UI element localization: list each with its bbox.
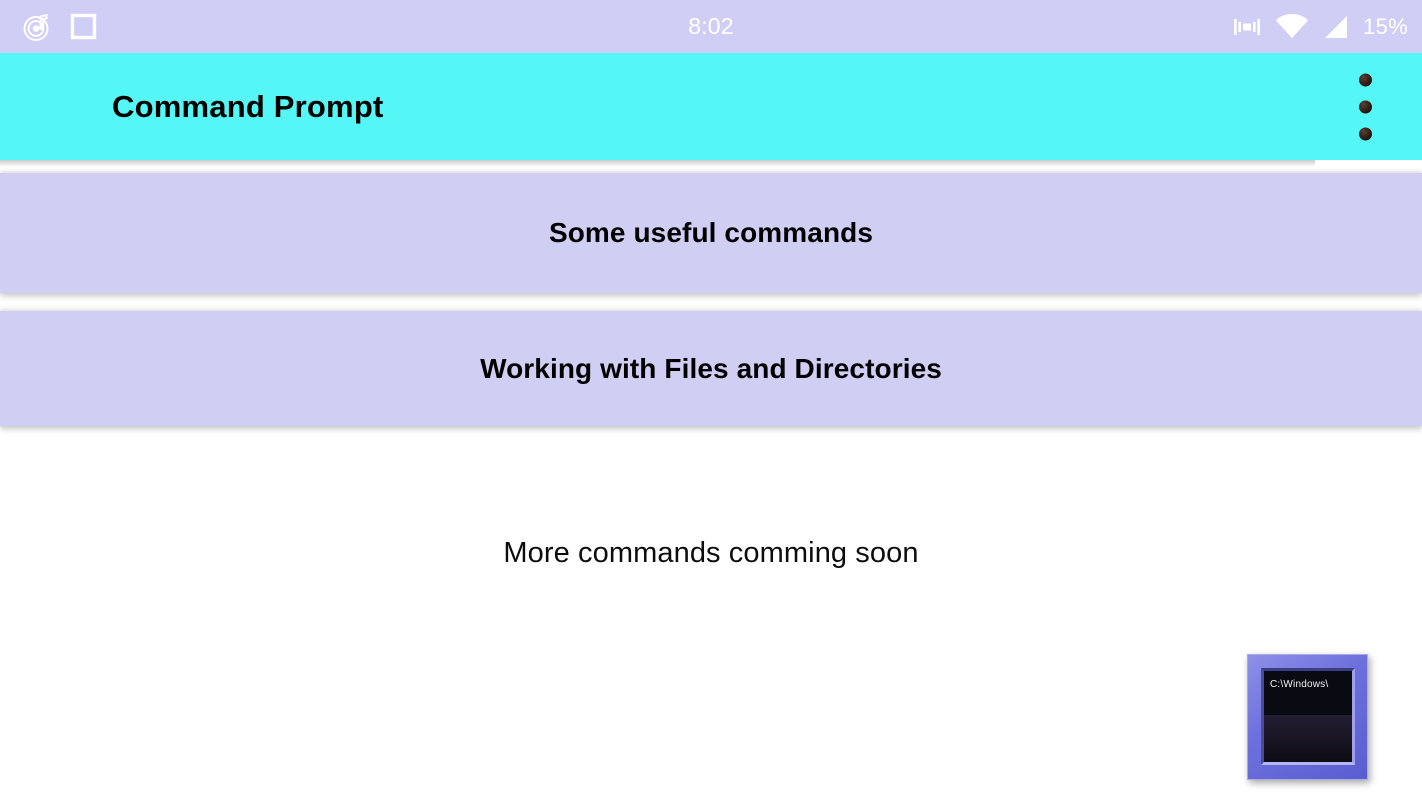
cell-signal-icon bbox=[1322, 14, 1350, 40]
app-bar: Command Prompt bbox=[0, 53, 1422, 167]
battery-percentage: 15% bbox=[1363, 13, 1408, 39]
app-bar-title: Command Prompt bbox=[112, 88, 384, 124]
more-vert-dot bbox=[1359, 127, 1372, 140]
status-bar-right-icons: 15% bbox=[1232, 0, 1408, 53]
card-working-with-files-and-directories[interactable]: Working with Files and Directories bbox=[0, 311, 1422, 426]
square-outline-icon bbox=[70, 13, 97, 40]
status-bar-clock: 8:02 bbox=[688, 13, 734, 39]
vibrate-icon bbox=[1232, 14, 1262, 40]
wifi-icon bbox=[1275, 13, 1309, 40]
card-some-useful-commands[interactable]: Some useful commands bbox=[0, 173, 1422, 293]
card-label: Working with Files and Directories bbox=[480, 352, 942, 384]
status-bar-left-icons bbox=[0, 12, 97, 42]
more-vert-dot bbox=[1359, 73, 1372, 86]
coming-soon-note: More commands comming soon bbox=[503, 537, 919, 569]
status-bar: 8:02 15% bbox=[0, 0, 1422, 53]
more-vert-dot bbox=[1359, 100, 1372, 113]
music-player-icon bbox=[22, 12, 52, 42]
more-vert-icon[interactable] bbox=[1349, 67, 1382, 146]
command-prompt-icon: C:\Windows\ bbox=[1247, 654, 1368, 780]
command-prompt-icon-screen: C:\Windows\ bbox=[1261, 668, 1355, 765]
status-bar-center: 8:02 bbox=[0, 13, 1422, 40]
card-label: Some useful commands bbox=[548, 217, 874, 248]
command-prompt-icon-path-text: C:\Windows\ bbox=[1270, 679, 1329, 690]
